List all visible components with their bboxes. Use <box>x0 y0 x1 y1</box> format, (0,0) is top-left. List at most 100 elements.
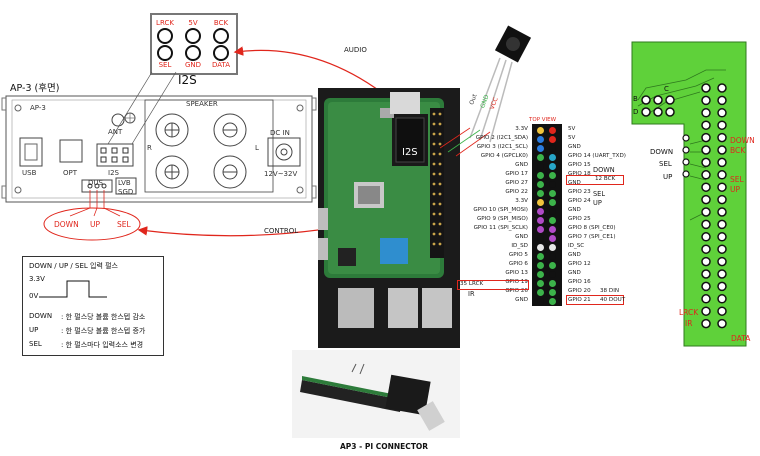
board-letter-d: D <box>633 108 639 116</box>
board-red-data: DATA <box>731 334 751 343</box>
gpio-top-view-title: TOP VIEW <box>529 117 557 123</box>
pin-label-5v: 5V <box>188 19 198 27</box>
board-header-hole <box>717 269 727 279</box>
board-header-hole <box>701 256 711 267</box>
board-header-hole <box>717 306 727 316</box>
pin-gnd <box>185 45 201 61</box>
board-header-hole <box>701 232 711 242</box>
board-header-hole <box>701 219 711 230</box>
board-header-hole <box>717 157 727 168</box>
i2s-connector-zoom: LRCK 5V BCK SEL GND DATA <box>150 13 238 75</box>
raspberry-pi-photo <box>318 88 460 348</box>
gpio-annot-din: 38 DIN <box>600 288 620 294</box>
board-header-hole <box>701 194 711 205</box>
board-header-hole <box>717 95 727 106</box>
board-header-hole <box>717 232 727 242</box>
panel-label-sgd: SGD <box>118 188 134 196</box>
board-header-hole <box>717 108 727 118</box>
board-header-hole <box>717 120 727 130</box>
board-header-hole <box>701 281 711 292</box>
gpio-annot-sel: SEL <box>593 190 606 198</box>
pin-label-bck: BCK <box>213 19 229 27</box>
board-header-hole <box>717 207 727 217</box>
pin-lrck <box>157 28 173 44</box>
legend-title: DOWN / UP / SEL 입력 펄스 <box>29 262 118 270</box>
board-header-hole <box>717 244 727 254</box>
gpio-annot-down: DOWN <box>593 166 615 174</box>
pin-label-sel: SEL <box>158 61 172 69</box>
arrow-label-control: CONTROL <box>264 227 299 235</box>
connector-board <box>631 41 747 347</box>
pin-label-lrck: LRCK <box>156 19 174 27</box>
board-red-bck: BCK <box>730 146 746 155</box>
pin-bck <box>213 28 229 44</box>
legend-item-sel: SEL: 한 펄스마다 입력소스 변경 <box>29 340 144 349</box>
board-header-hole <box>701 269 711 279</box>
legend-item-down: DOWN: 한 펄스당 볼륨 한스텝 감소 <box>29 312 146 321</box>
board-header-hole <box>717 256 727 267</box>
board-label-sel: SEL <box>659 160 672 168</box>
board-letter-c: C <box>664 85 669 93</box>
panel-label-opt: OPT <box>63 169 78 177</box>
gpio-annot-ir: IR <box>468 290 475 298</box>
board-header-hole <box>701 95 711 106</box>
control-label-down: DOWN <box>54 220 79 229</box>
board-label-up: UP <box>663 173 673 181</box>
board-header-hole <box>701 244 711 254</box>
board-red-lrck: LRCK <box>679 308 699 317</box>
board-header-hole <box>701 182 711 192</box>
panel-label-i2s: I2S <box>108 169 119 177</box>
board-header-hole <box>717 83 727 93</box>
board-header-hole <box>717 281 727 292</box>
board-header-hole <box>717 318 727 329</box>
legend-level-low: 0V <box>29 292 39 300</box>
i2s-connector-title: I2S <box>178 73 197 87</box>
ap3-panel-title: AP-3 (후면) <box>10 83 60 94</box>
gpio-annot-bck: 12 BCK <box>595 176 616 182</box>
board-header-hole <box>717 182 727 192</box>
panel-label-dus: DUS <box>88 179 103 187</box>
pin-sel <box>157 45 173 61</box>
ir-receiver <box>440 25 532 157</box>
board-header-hole <box>717 294 727 304</box>
board-header-hole <box>717 194 727 205</box>
board-header-hole <box>701 318 711 329</box>
pin-data <box>213 45 229 61</box>
highlight-gpio21 <box>566 295 624 305</box>
highlight-gpio18 <box>566 175 624 185</box>
board-red-up: UP <box>730 185 741 194</box>
highlight-gpio19 <box>457 280 529 290</box>
panel-label-ap3: AP-3 <box>30 104 46 112</box>
pulse-legend: DOWN / UP / SEL 입력 펄스 3.3V 0V DOWN: 한 펄스… <box>22 256 164 356</box>
board-header-hole <box>717 132 727 143</box>
pin-label-gnd: GND <box>184 61 202 69</box>
arrow-label-audio: AUDIO <box>344 46 367 54</box>
gpio-annot-up: UP <box>593 199 602 207</box>
panel-label-usb: USB <box>22 169 37 177</box>
board-header-hole <box>701 145 711 155</box>
gpio-annot-dout: 40 DOUT <box>600 297 626 303</box>
board-red-down: DOWN <box>730 136 755 145</box>
control-label-up: UP <box>90 220 101 229</box>
board-header-hole <box>717 145 727 155</box>
board-red-ir: IR <box>685 319 693 328</box>
board-letter-b: B <box>633 95 638 103</box>
board-header-hole <box>717 219 727 230</box>
pin-5v <box>185 28 201 44</box>
legend-item-up: UP: 한 펄스당 볼륨 한스텝 증가 <box>29 326 146 335</box>
legend-level-high: 3.3V <box>29 275 45 283</box>
control-label-sel: SEL <box>117 220 131 229</box>
board-header-hole <box>701 294 711 304</box>
board-red-sel: SEL <box>730 175 744 184</box>
board-header-hole <box>701 207 711 217</box>
gpio-header-strip <box>532 124 562 306</box>
panel-label-l: L <box>255 144 259 152</box>
panel-label-voltage: 12V~32V <box>264 170 298 178</box>
board-header-hole <box>701 108 711 118</box>
pin-label-data: DATA <box>211 61 231 69</box>
board-header-hole <box>701 132 711 143</box>
ap3-back-panel <box>1 95 317 203</box>
i2s-zoom-lines <box>107 71 177 145</box>
board-header-hole <box>717 170 727 180</box>
gpio-annot-lrck: 35 LRCK <box>460 281 484 287</box>
